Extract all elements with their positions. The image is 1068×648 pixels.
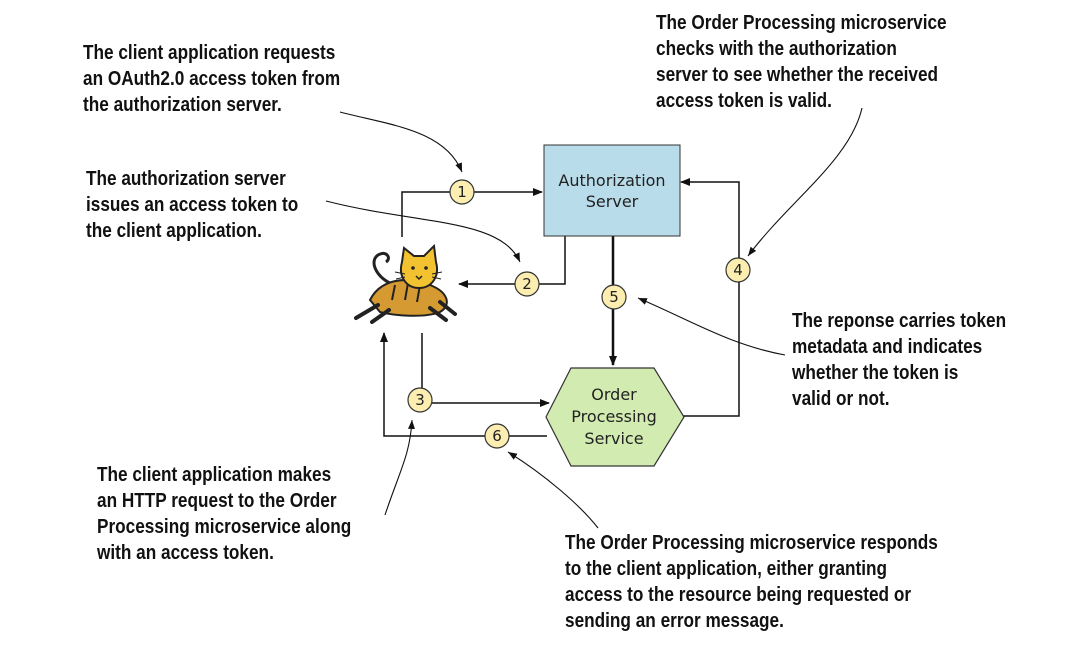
step-number: 6	[492, 427, 502, 445]
connector-step-1	[401, 188, 543, 237]
note-line: access to the resource being requested o…	[565, 584, 912, 606]
step-number: 3	[415, 391, 425, 409]
note-step-2: The authorization server issues an acces…	[86, 166, 298, 244]
authorization-server-label-line-2: Server	[586, 192, 639, 211]
authorization-server-node: Authorization Server	[543, 144, 681, 237]
note-step-6: The Order Processing microservice respon…	[565, 530, 938, 634]
note-line: the authorization server.	[83, 94, 282, 116]
note-line: The Order Processing microservice respon…	[565, 532, 938, 554]
note-step-3: The client application makes an HTTP req…	[97, 462, 351, 566]
note-line: to the client application, either granti…	[565, 558, 888, 580]
note-line: The authorization server	[86, 168, 286, 190]
callout-arrow-step-5	[637, 297, 786, 356]
step-number: 4	[733, 261, 743, 279]
tomcat-cat-icon	[354, 243, 457, 324]
order-service-label-line-3: Service	[584, 429, 643, 448]
note-line: The client application makes	[97, 464, 332, 486]
note-step-5: The reponse carries token metadata and i…	[792, 308, 1006, 412]
step-marker-6: 6	[484, 423, 510, 449]
note-line: an OAuth2.0 access token from	[83, 68, 341, 90]
note-line: an HTTP request to the Order	[97, 490, 337, 512]
connector-step-6	[380, 332, 547, 437]
connector-step-2	[458, 236, 566, 288]
step-number: 2	[522, 275, 532, 293]
step-marker-4: 4	[725, 257, 751, 283]
note-line: The reponse carries token	[792, 310, 1007, 332]
note-line: metadata and indicates	[792, 336, 983, 358]
callout-arrow-step-6	[507, 451, 599, 529]
note-line: whether the token is	[792, 362, 959, 384]
step-markers: 1 2 3 4 5 6	[407, 179, 751, 449]
note-step-1: The client application requests an OAuth…	[83, 40, 340, 118]
note-line: the client application.	[86, 220, 262, 242]
step-marker-2: 2	[514, 271, 540, 297]
callout-arrow-step-2	[325, 200, 521, 263]
note-line: issues an access token to	[86, 194, 299, 216]
step-number: 5	[609, 288, 619, 306]
step-marker-3: 3	[407, 387, 433, 413]
authorization-server-label-line-1: Authorization	[558, 171, 665, 190]
callout-arrow-step-1	[339, 111, 463, 173]
note-line: Processing microservice along	[97, 516, 352, 538]
step-marker-5: 5	[601, 284, 627, 310]
connector-step-4	[680, 178, 740, 417]
order-service-label-line-1: Order	[591, 385, 637, 404]
note-line: sending an error message.	[565, 610, 784, 632]
note-line: The client application requests	[83, 42, 336, 64]
order-service-label-line-2: Processing	[571, 407, 656, 426]
note-line: server to see whether the received	[656, 64, 939, 86]
step-number: 1	[457, 183, 467, 201]
callout-arrows	[325, 107, 863, 529]
callout-arrow-step-3	[384, 419, 415, 516]
note-line: checks with the authorization	[656, 38, 897, 60]
note-line: with an access token.	[97, 542, 274, 564]
note-step-4: The Order Processing microservice checks…	[656, 10, 947, 114]
callout-arrow-step-4	[747, 107, 863, 257]
note-line: The Order Processing microservice	[656, 12, 947, 34]
connector-step-3	[421, 333, 550, 407]
note-line: valid or not.	[792, 388, 890, 410]
note-line: access token is valid.	[656, 90, 832, 112]
step-marker-1: 1	[449, 179, 475, 205]
order-processing-service-node: Order Processing Service	[545, 367, 685, 467]
